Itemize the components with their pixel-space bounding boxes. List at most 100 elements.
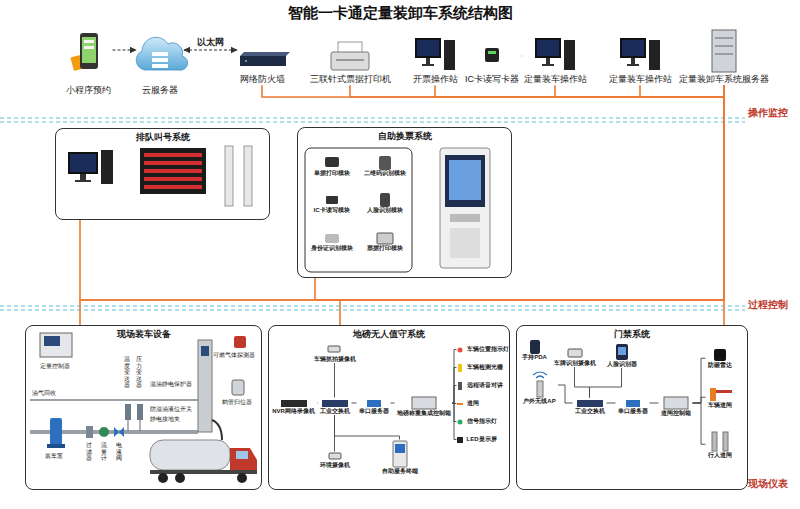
device-caption: 防砸雷达 xyxy=(706,362,734,370)
device-caption: 二维码识别模块 xyxy=(362,170,408,178)
gas-detector xyxy=(234,336,246,348)
printer-icon xyxy=(336,60,364,61)
loading-controller xyxy=(40,333,72,357)
device-caption: NVR网络录像机 xyxy=(270,408,317,416)
label-box: 可燃气体探测器 xyxy=(213,351,255,360)
queue-equipment xyxy=(144,161,202,165)
panel-title: 地磅无人值守系统 xyxy=(269,328,509,341)
cloud-icon xyxy=(152,58,168,62)
device-caption: 户外无线AP xyxy=(521,398,558,406)
bus-line xyxy=(80,85,724,300)
part-label: 定量控制器 xyxy=(40,362,70,371)
network-link xyxy=(113,49,137,50)
module-icons xyxy=(379,156,391,170)
module-frame xyxy=(305,148,412,272)
device-caption: 定量装车操作站 xyxy=(607,74,674,85)
bus-line xyxy=(315,85,724,300)
edge-label-box: 以太网 xyxy=(196,36,225,49)
pipe-devices xyxy=(86,404,143,438)
device-caption: 云服务器 xyxy=(136,85,184,96)
workstation-icon xyxy=(542,64,554,66)
queue-equipment xyxy=(80,174,86,180)
band-divider xyxy=(0,118,745,119)
arm-return xyxy=(232,380,244,395)
module-node: 人脸识别模块 xyxy=(365,191,405,215)
cloud-icon xyxy=(136,37,187,70)
layer-label: 现场仪表 xyxy=(748,477,788,491)
module-node: 单据打印模块 xyxy=(312,154,352,178)
weighbridge-icons xyxy=(393,441,407,467)
pipe-devices xyxy=(86,426,93,438)
device-caption: 工业交换机 xyxy=(573,408,607,416)
signal-wire xyxy=(453,350,457,404)
printer-icon xyxy=(331,42,369,70)
access-icons xyxy=(626,400,640,407)
edge-label: 以太网 xyxy=(196,36,225,49)
module-icons xyxy=(325,156,393,244)
label-box: 鹤管归位器 xyxy=(222,398,252,407)
workstation-icon xyxy=(422,64,434,66)
kiosk-icon xyxy=(449,160,481,200)
band-divider xyxy=(0,118,745,310)
device-caption: 小程序预约 xyxy=(64,85,113,96)
device-caption: 道闸控制箱 xyxy=(659,410,693,418)
device-node: NVR网络录像机 xyxy=(270,398,317,416)
pipeline xyxy=(30,399,198,401)
weighbridge-icons xyxy=(281,346,463,467)
cloud-icon xyxy=(152,64,168,68)
bus-line xyxy=(80,85,724,325)
pump-icon xyxy=(47,418,65,448)
device-node: 定量装车操作站 xyxy=(522,34,589,85)
weighbridge-icons xyxy=(329,453,341,459)
pump-icon xyxy=(50,418,62,448)
weighbridge-icons xyxy=(458,348,463,353)
module-icons xyxy=(326,196,338,204)
bus-line xyxy=(640,85,724,97)
system-panel: 地磅无人值守系统车辆抓拍摄像机NVR网络录像机工业交换机串口服务器地磅称重集成控… xyxy=(268,325,510,490)
module-icons xyxy=(377,233,393,244)
workstation-icon xyxy=(564,40,575,70)
signal-wire xyxy=(575,367,590,398)
signal-wire xyxy=(693,403,706,444)
loading-post xyxy=(201,346,209,356)
access-icons xyxy=(723,432,728,451)
part-label: 溢油静电保护器 xyxy=(150,380,192,389)
panel-title: 门禁系统 xyxy=(517,328,747,341)
label-box: 装车泵 xyxy=(45,452,63,461)
part-label: 静电接地夹 xyxy=(150,415,180,424)
weighbridge-icons xyxy=(458,420,463,425)
bus-line xyxy=(340,85,724,325)
pipe-devices xyxy=(99,427,109,437)
band-divider xyxy=(0,122,745,123)
device-caption: 开票操作站 xyxy=(411,74,460,85)
workstation-icon xyxy=(415,38,660,70)
access-icons xyxy=(530,340,540,354)
part-label: 鹤管归位器 xyxy=(222,398,252,407)
gas-detector xyxy=(234,336,246,348)
signal-wire xyxy=(391,403,395,404)
workstation-icon xyxy=(631,58,635,64)
device-node: 手持PDA xyxy=(520,340,549,362)
pipe-devices xyxy=(125,404,131,420)
firewall-icon xyxy=(245,60,247,62)
device-node: 车辆位置指示灯 xyxy=(457,346,510,354)
label-box: 过程控制 xyxy=(748,298,788,312)
bus-line xyxy=(520,55,522,57)
pipe-devices xyxy=(137,404,143,420)
queue-equipment xyxy=(144,169,202,173)
workstation-icon xyxy=(535,38,561,58)
label-box: 溢油静电保护器 xyxy=(150,380,192,389)
device-caption: 定量装车操作站 xyxy=(522,74,589,85)
device-node: LED显示屏 xyxy=(457,436,498,444)
device-caption: 人脸识别器 xyxy=(605,361,639,369)
weighbridge-icons xyxy=(367,400,381,407)
weighbridge-icons xyxy=(395,444,405,453)
weighbridge-icons xyxy=(322,400,348,407)
tanker-truck xyxy=(236,451,248,459)
label-box: 电液阀 xyxy=(116,442,122,462)
access-icons xyxy=(530,340,732,451)
access-icons xyxy=(710,388,716,401)
kiosk-icon xyxy=(440,148,490,268)
pump-icon xyxy=(47,444,65,448)
